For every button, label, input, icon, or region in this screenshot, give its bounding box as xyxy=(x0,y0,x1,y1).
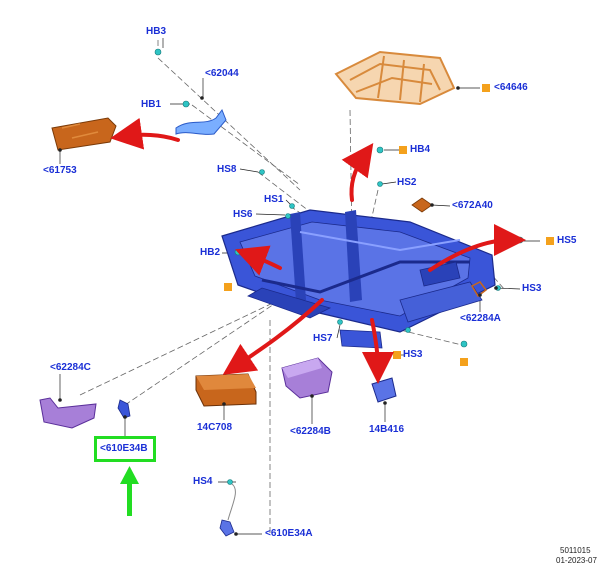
part-61753 xyxy=(51,117,117,151)
label-14c708[interactable]: 14C708 xyxy=(197,422,233,433)
label-672a40[interactable]: <672A40 xyxy=(452,200,493,211)
label-hs7[interactable]: HS7 xyxy=(313,333,333,344)
label-hs1[interactable]: HS1 xyxy=(264,194,284,205)
label-hs5[interactable]: HS5 xyxy=(557,235,577,246)
label-hb3[interactable]: HB3 xyxy=(146,26,167,37)
label-hs3-top[interactable]: HS3 xyxy=(522,283,542,294)
removal-arrows xyxy=(110,117,526,384)
leader-dots xyxy=(58,86,498,536)
label-61753[interactable]: <61753 xyxy=(43,165,77,176)
part-62284a xyxy=(470,281,488,298)
label-14b416[interactable]: 14B416 xyxy=(369,424,405,435)
label-62284b[interactable]: <62284B xyxy=(290,426,331,437)
part-610e34a xyxy=(219,519,235,537)
highlight-box-610e34b xyxy=(94,436,156,462)
part-14b416 xyxy=(371,377,397,403)
label-62284a[interactable]: <62284A xyxy=(460,313,501,324)
label-hs2[interactable]: HS2 xyxy=(397,177,417,188)
label-hb4[interactable]: HB4 xyxy=(410,144,431,155)
spring-mat-64646 xyxy=(334,50,456,106)
part-62044 xyxy=(175,108,227,135)
label-64646[interactable]: <64646 xyxy=(494,82,528,93)
label-62284c[interactable]: <62284C xyxy=(50,362,91,373)
reference-number-2: 01-2023-07 xyxy=(556,556,597,564)
label-hs4[interactable]: HS4 xyxy=(193,476,213,487)
green-pointer-arrow xyxy=(120,466,139,516)
label-610e34b[interactable]: <610E34B xyxy=(100,443,148,454)
reference-number: 5011015 xyxy=(560,546,591,555)
fasteners xyxy=(154,48,524,485)
part-62284b xyxy=(281,357,333,399)
part-14c708 xyxy=(195,373,257,407)
seat-frame-assembly xyxy=(221,209,496,349)
label-62044[interactable]: <62044 xyxy=(205,68,239,79)
label-hs6[interactable]: HS6 xyxy=(233,209,253,220)
part-610e34b xyxy=(117,399,131,419)
wire-hs4 xyxy=(227,483,236,521)
orange-markers xyxy=(224,84,554,366)
part-62284c xyxy=(39,397,97,429)
label-hb2[interactable]: HB2 xyxy=(200,247,221,258)
label-hs3-bottom[interactable]: HS3 xyxy=(403,349,423,360)
label-hs8[interactable]: HS8 xyxy=(217,164,237,175)
label-610e34a[interactable]: <610E34A xyxy=(265,528,313,539)
part-672a40 xyxy=(411,197,433,213)
label-hb1[interactable]: HB1 xyxy=(141,99,162,110)
